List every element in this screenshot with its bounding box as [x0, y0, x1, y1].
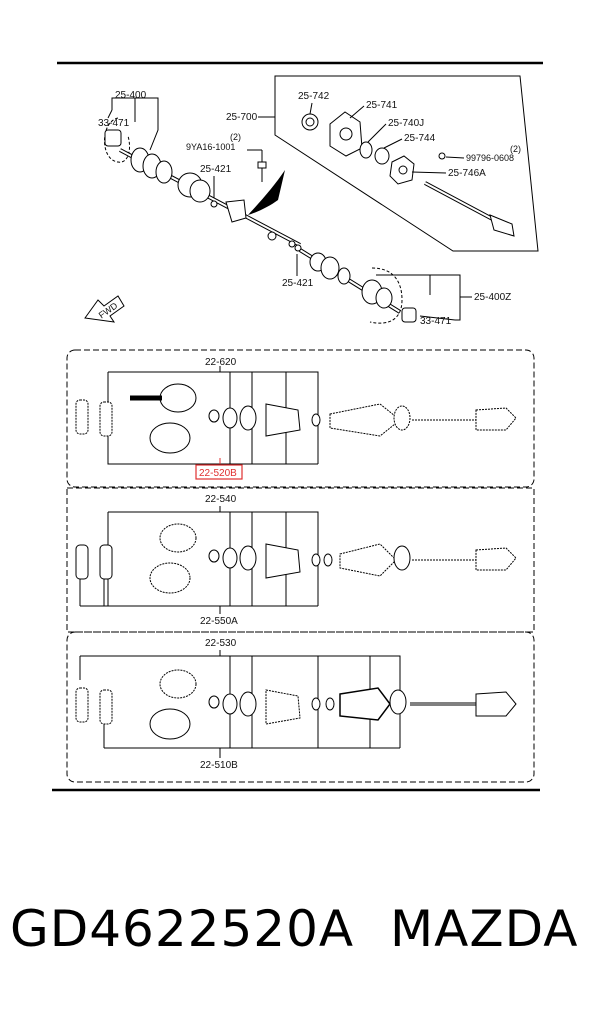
swoop-arrow: [248, 170, 285, 215]
kit-box-3: [66, 631, 535, 783]
intermediate-shaft-parts: [301, 111, 515, 237]
label-22-550a: 22-550A: [200, 616, 238, 627]
caption: GD4622520A MAZDA: [0, 900, 600, 980]
kit-3-parts: [75, 650, 517, 749]
upper-assembly: [84, 75, 539, 324]
intermediate-shaft-box: [274, 75, 539, 252]
part-number: GD4622520A: [10, 900, 355, 958]
left-driveshaft: [104, 129, 301, 248]
kit-1-parts: [75, 366, 517, 465]
label-25-744: 25-744: [404, 133, 436, 144]
label-25-746a: 25-746A: [448, 168, 486, 179]
left-knuckle: [104, 117, 131, 163]
label-22-530: 22-530: [205, 638, 237, 649]
label-qty-2-top: (2): [230, 132, 241, 142]
label-22-520b: 22-520B: [199, 468, 237, 479]
bolt-9ya16: [247, 149, 267, 182]
kit-box-1: [66, 349, 535, 488]
label-22-620: 22-620: [205, 357, 237, 368]
kit-2-parts: [75, 506, 517, 607]
label-qty-2-right: (2): [510, 144, 521, 154]
label-25-742: 25-742: [298, 91, 330, 102]
label-9ya16-1001: 9YA16-1001: [186, 142, 235, 152]
highlight-22-520b: [195, 464, 243, 480]
label-33-471-right: 33-471: [420, 316, 452, 327]
label-99796-0608: 99796-0608: [466, 153, 514, 163]
label-25-400: 25-400: [115, 90, 147, 101]
label-25-741: 25-741: [366, 100, 398, 111]
bracket-25-400: [111, 97, 159, 151]
brand-name: MAZDA: [390, 900, 579, 958]
label-22-510b: 22-510B: [200, 760, 238, 771]
label-22-540: 22-540: [205, 494, 237, 505]
label-25-740j: 25-740J: [388, 118, 424, 129]
forward-arrow-icon: [84, 295, 125, 323]
label-33-471-left: 33-471: [98, 118, 130, 129]
label-25-421-top: 25-421: [200, 164, 232, 175]
label-25-421-bottom: 25-421: [282, 278, 314, 289]
label-25-700: 25-700: [226, 112, 258, 123]
label-25-400z: 25-400Z: [474, 292, 511, 303]
parts-diagram: 25-400 33-471 25-700 (2) 9YA16-1001 25-4…: [52, 61, 543, 792]
right-driveshaft: [294, 244, 417, 324]
